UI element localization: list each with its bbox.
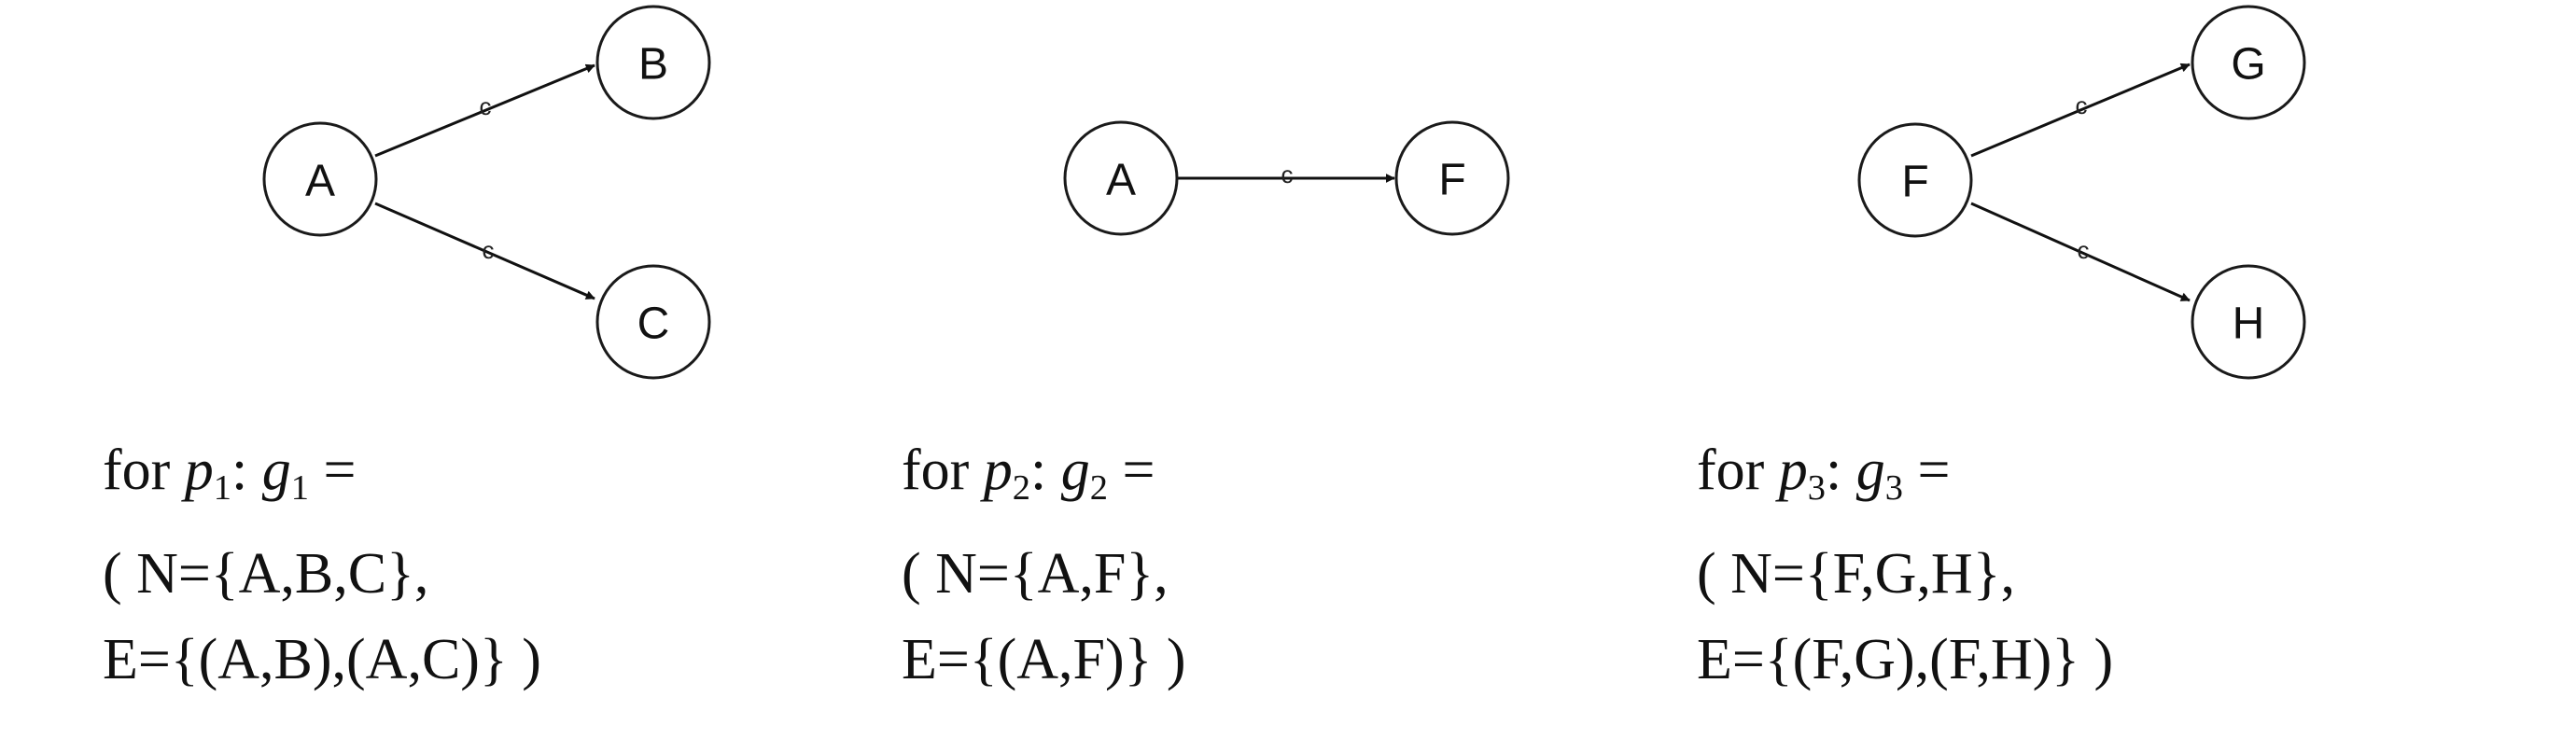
node-set-2: ( N={A,F}, — [902, 541, 1169, 606]
edge-mark-f-g: c — [2076, 91, 2088, 119]
graph-definition-2: for p2: g2 = ( N={A,F}, E={(A,F)} ) — [902, 427, 1186, 703]
edge-mark-a-f: c — [1281, 160, 1294, 188]
edge-a-c: c — [374, 202, 595, 300]
edge-mark-f-h: c — [2078, 236, 2090, 264]
edge-a-f: c — [1177, 160, 1395, 188]
node-f: F — [1857, 122, 1973, 238]
node-g: G — [2191, 5, 2306, 120]
graph-panel-2: c A F for p2: g2 = ( N={A,F}, E={(A,F)} … — [803, 0, 1605, 739]
graph-diagram-1: c c A B C — [262, 5, 711, 380]
edge-mark-a-b: c — [480, 92, 492, 120]
definition-header-1: for p1: g1 = — [103, 439, 357, 508]
node-label-b: B — [638, 40, 668, 90]
node-f: F — [1394, 120, 1510, 236]
node-label-h: H — [2233, 300, 2265, 349]
edge-mark-a-c: c — [483, 236, 495, 264]
node-set-1: ( N={A,B,C}, — [103, 541, 429, 606]
graph-panel-3: c c F G H for p3: g3 = ( N={F,G,H}, E={(… — [1602, 0, 2404, 739]
node-label-f: F — [1901, 158, 1928, 207]
graph-diagram-2: c A F — [1063, 120, 1510, 236]
edge-f-h: c — [1970, 202, 2191, 302]
edge-set-1: E={(A,B),(A,C)} ) — [103, 627, 541, 691]
node-set-3: ( N={F,G,H}, — [1697, 541, 2015, 606]
definition-header-2: for p2: g2 = — [902, 439, 1155, 508]
graph-definition-1: for p1: g1 = ( N={A,B,C}, E={(A,B),(A,C)… — [103, 427, 541, 703]
node-label-a: A — [305, 157, 335, 206]
node-b: B — [595, 5, 711, 120]
edge-set-3: E={(F,G),(F,H)} ) — [1697, 627, 2114, 691]
node-c: C — [595, 264, 711, 380]
definition-header-3: for p3: g3 = — [1697, 439, 1951, 508]
edge-a-b: c — [374, 63, 595, 158]
edge-f-g: c — [1970, 63, 2191, 158]
node-label-f: F — [1438, 156, 1465, 205]
graph-diagram-3: c c F G H — [1857, 5, 2306, 380]
node-label-c: C — [637, 300, 670, 349]
node-a: A — [1063, 120, 1179, 236]
graph-panel-1: c c A B C for p1: g1 = ( N={A,B,C}, E={(… — [0, 0, 803, 739]
edge-set-2: E={(A,F)} ) — [902, 627, 1186, 691]
node-label-g: G — [2231, 40, 2265, 90]
graph-definition-3: for p3: g3 = ( N={F,G,H}, E={(F,G),(F,H)… — [1697, 427, 2113, 703]
node-label-a: A — [1106, 156, 1136, 205]
node-a: A — [262, 121, 378, 237]
node-h: H — [2191, 264, 2306, 380]
